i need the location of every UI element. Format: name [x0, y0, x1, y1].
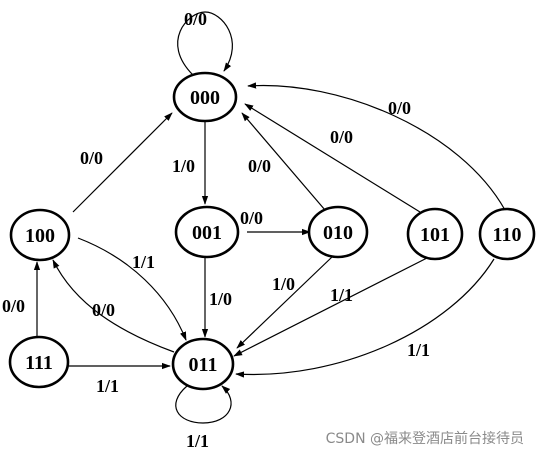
- state-100: 100: [9, 208, 71, 262]
- state-111-label: 111: [25, 352, 53, 374]
- edge-011-011: [175, 385, 232, 424]
- state-001-label: 001: [192, 222, 222, 244]
- state-010: 010: [307, 205, 369, 259]
- edge-label-000-000: 0/0: [184, 9, 207, 29]
- state-010-label: 010: [323, 222, 353, 244]
- edge-100-000: [72, 112, 173, 213]
- edge-000-000: [177, 11, 233, 76]
- edge-110-011: [235, 258, 495, 378]
- edge-110-000: [247, 82, 506, 211]
- edge-label-011-011: 1/1: [186, 431, 209, 451]
- edge-label-100-000: 0/0: [80, 148, 103, 168]
- edge-label-101-011: 1/1: [330, 285, 353, 305]
- edge-label-110-000: 0/0: [388, 98, 411, 118]
- edge-label-101-000: 0/0: [330, 127, 353, 147]
- state-101-label: 101: [420, 224, 450, 246]
- state-100-label: 100: [25, 225, 55, 247]
- edge-label-001-011: 1/0: [209, 289, 232, 309]
- edge-101-000: [244, 103, 421, 213]
- edge-011-100: [52, 259, 175, 353]
- edge-label-011-100: 0/0: [92, 300, 115, 320]
- edge-label-001-010: 0/0: [240, 208, 263, 228]
- state-011-label: 011: [189, 354, 218, 376]
- edge-label-010-011: 1/0: [272, 274, 295, 294]
- edge-label-100-011: 1/1: [132, 252, 155, 272]
- edge-label-010-000: 0/0: [248, 156, 271, 176]
- watermark-text: CSDN @福来登酒店前台接待员: [326, 430, 524, 447]
- state-110: 110: [478, 207, 536, 261]
- edge-100-011: [77, 237, 187, 341]
- state-111: 111: [8, 335, 70, 389]
- state-011: 011: [171, 337, 235, 391]
- state-110-label: 110: [493, 224, 522, 246]
- edge-010-000: [241, 112, 326, 211]
- edge-label-000-001: 1/0: [172, 156, 195, 176]
- edge-label-111-100: 0/0: [2, 296, 25, 316]
- edge-label-110-011: 1/1: [407, 340, 430, 360]
- state-000-label: 000: [190, 87, 220, 109]
- edge-101-011: [233, 257, 428, 357]
- state-001: 001: [174, 205, 240, 259]
- state-000: 000: [172, 71, 238, 123]
- state-101: 101: [406, 207, 464, 261]
- edge-010-011: [236, 256, 333, 349]
- edge-label-111-011: 1/1: [96, 376, 119, 396]
